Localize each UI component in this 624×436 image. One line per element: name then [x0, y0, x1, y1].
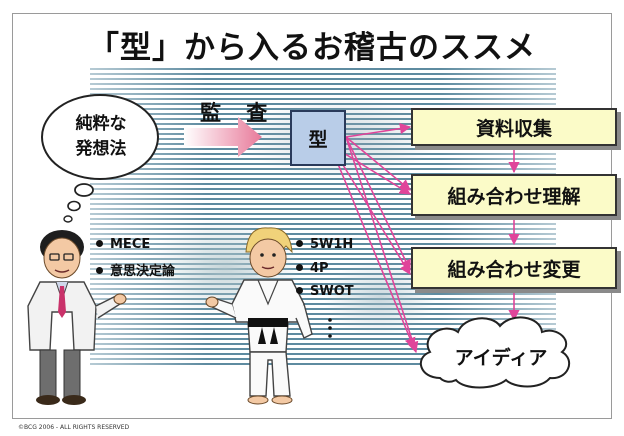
- connector-down-c: [337, 163, 416, 350]
- bullet-dot: [96, 240, 103, 247]
- step-box-1-label: 資料収集: [475, 117, 552, 140]
- step-box-2: 組み合わせ理解: [411, 174, 617, 216]
- copyright-notice: ©BCG 2006 - ALL RIGHTS RESERVED: [18, 424, 130, 431]
- right-bullet-item: 4P: [296, 261, 329, 276]
- connector-down-a: [341, 151, 411, 195]
- audit-arrow-label: 監 査: [200, 101, 277, 125]
- consultant-figure-left: [27, 230, 127, 405]
- left-bullet-label: MECE: [110, 237, 151, 252]
- left-bullet-label: 意思決定論: [110, 264, 176, 279]
- connector-down-b: [339, 159, 411, 275]
- consultant-tie: [58, 286, 66, 318]
- consultant-face: [43, 237, 81, 279]
- judoka-face: [249, 238, 287, 278]
- thought-bubble-text: 純粋な 発想法: [52, 112, 150, 162]
- kata-box-label: 型: [308, 128, 328, 151]
- thought-bubble-dot-1: [74, 183, 94, 197]
- continuation-dots: [328, 318, 332, 338]
- thought-bubble-dot-3: [63, 215, 73, 223]
- left-bullet-item: 意思決定論: [96, 260, 175, 279]
- result-cloud-label: アイディア: [454, 347, 548, 369]
- consultant-lab-coat: [27, 281, 97, 351]
- right-bullet-label: 4P: [310, 261, 329, 276]
- connector-to-step-3: [345, 136, 411, 272]
- step-box-1: 資料収集: [411, 108, 617, 146]
- connector-to-step-2: [345, 136, 411, 191]
- right-bullet-label: SWOT: [310, 284, 354, 299]
- slide-frame: [12, 13, 612, 419]
- connector-to-step-1: [345, 123, 412, 138]
- thought-bubble-line-2: 発想法: [75, 139, 127, 159]
- bullet-dot: [96, 267, 103, 274]
- kata-box: 型: [290, 110, 346, 166]
- audit-block-arrow: [184, 117, 262, 157]
- right-bullet-item: 5W1H: [296, 237, 353, 252]
- thought-bubble-shape: [41, 94, 159, 180]
- right-bullet-label: 5W1H: [310, 237, 354, 252]
- left-bullet-item: MECE: [96, 237, 150, 252]
- judoka-figure-right: [205, 227, 313, 405]
- bullet-dot: [296, 264, 303, 271]
- bullet-dot: [296, 240, 303, 247]
- judoka-gi: [231, 279, 305, 353]
- step-box-3: 組み合わせ変更: [411, 247, 617, 289]
- judoka-black-belt: [248, 318, 288, 327]
- bullet-dot: [296, 287, 303, 294]
- step-box-2-label: 組み合わせ理解: [447, 185, 581, 208]
- thought-bubble-line-1: 純粋な: [75, 114, 127, 134]
- step-box-3-label: 組み合わせ変更: [447, 258, 581, 281]
- result-cloud-shape: [419, 316, 571, 389]
- right-bullet-item: SWOT: [296, 284, 354, 299]
- slide-title: 「型」から入るお稽古のススメ: [88, 30, 536, 66]
- thought-bubble-dot-2: [67, 200, 81, 212]
- connector-to-result: [345, 136, 419, 354]
